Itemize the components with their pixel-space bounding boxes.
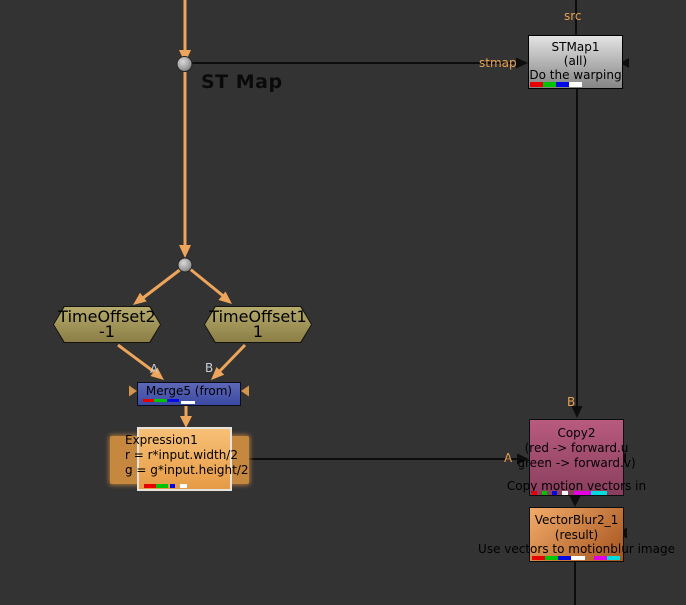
wire-timeoffset2-mergeA: [117, 343, 158, 376]
sticky-note-st-map[interactable]: ST Map: [201, 71, 283, 93]
node-label: Use vectors to motionblur image: [478, 542, 675, 556]
node-body: [54, 307, 160, 342]
node-vectorblur2-1[interactable]: VectorBlur2_1 (result) Use vectors to mo…: [478, 507, 675, 562]
wire-timeoffset1-mergeB: [214, 343, 247, 377]
node-channel-map-1: (red -> forward.u: [524, 441, 629, 455]
channel-strip: [532, 556, 623, 560]
expression-r: r = r*input.width/2: [125, 448, 238, 462]
arrowhead-into-timeoffset2: [133, 292, 147, 305]
arrowhead-mergeA: [150, 367, 164, 380]
node-channels: (all): [563, 54, 588, 68]
merge-input-b-label: B: [205, 361, 214, 375]
mask-arrow-stmap[interactable]: [620, 58, 629, 68]
wire-dot2-timeoffset2: [138, 267, 182, 303]
node-merge5[interactable]: Merge5 (from): [137, 382, 241, 406]
arrowhead-into-timeoffset1: [218, 291, 232, 304]
channel-strip: [144, 484, 224, 488]
channel-strip: [532, 491, 622, 495]
copy-input-a-label: A: [504, 451, 513, 465]
arrowhead-into-copyA: [517, 453, 529, 465]
arrowhead-into-dot2: [179, 245, 191, 258]
node-title: VectorBlur2_1: [534, 513, 619, 527]
arrowhead-into-copyB: [571, 406, 583, 418]
node-copy2[interactable]: Copy2 (red -> forward.u green -> forward…: [507, 419, 646, 496]
channel-strip: [530, 82, 622, 87]
node-subtitle: (result): [554, 528, 599, 542]
mask-arrow-merge-right[interactable]: [241, 385, 249, 397]
channel-strip: [143, 399, 233, 404]
wire-label-stmap: stmap: [479, 56, 517, 70]
node-expression1[interactable]: Expression1 r = r*input.width/2 g = g*in…: [125, 427, 249, 491]
node-timeoffset1[interactable]: TimeOffset1 1: [204, 306, 312, 343]
node-title: Merge5 (from): [145, 384, 233, 398]
node-title: Expression1: [125, 433, 198, 447]
wire-label-src: src: [564, 9, 582, 23]
node-channel-map-2: green -> forward.v): [517, 456, 636, 470]
arrowhead-into-expression: [180, 416, 192, 428]
node-stmap1[interactable]: STMap1 (all) Do the warping: [528, 35, 623, 89]
wire-dot-2[interactable]: [177, 257, 193, 273]
copy-input-b-label: B: [567, 395, 576, 409]
node-offset-value: -1: [99, 322, 115, 341]
mask-arrow-merge-left[interactable]: [129, 385, 137, 397]
wire-dot2-timeoffset1: [189, 267, 228, 301]
node-title: TimeOffset1: [209, 307, 307, 326]
wire-dot-1[interactable]: [176, 56, 193, 72]
node-title: Copy2: [557, 426, 596, 440]
arrowhead-mergeB: [211, 367, 225, 380]
node-timeoffset2[interactable]: TimeOffset2 -1: [53, 306, 161, 343]
node-label: Do the warping: [529, 68, 622, 82]
node-offset-value: 1: [252, 322, 264, 341]
arrowhead-into-vectorblur: [569, 496, 581, 507]
node-body: [205, 307, 311, 342]
node-title: TimeOffset2: [58, 307, 156, 326]
node-title: STMap1: [551, 40, 600, 54]
arrowhead-into-stmap: [516, 57, 528, 69]
node-label: Copy motion vectors in: [506, 479, 647, 493]
merge-input-a-label: A: [150, 362, 159, 376]
expression-g: g = g*input.height/2: [125, 463, 249, 477]
